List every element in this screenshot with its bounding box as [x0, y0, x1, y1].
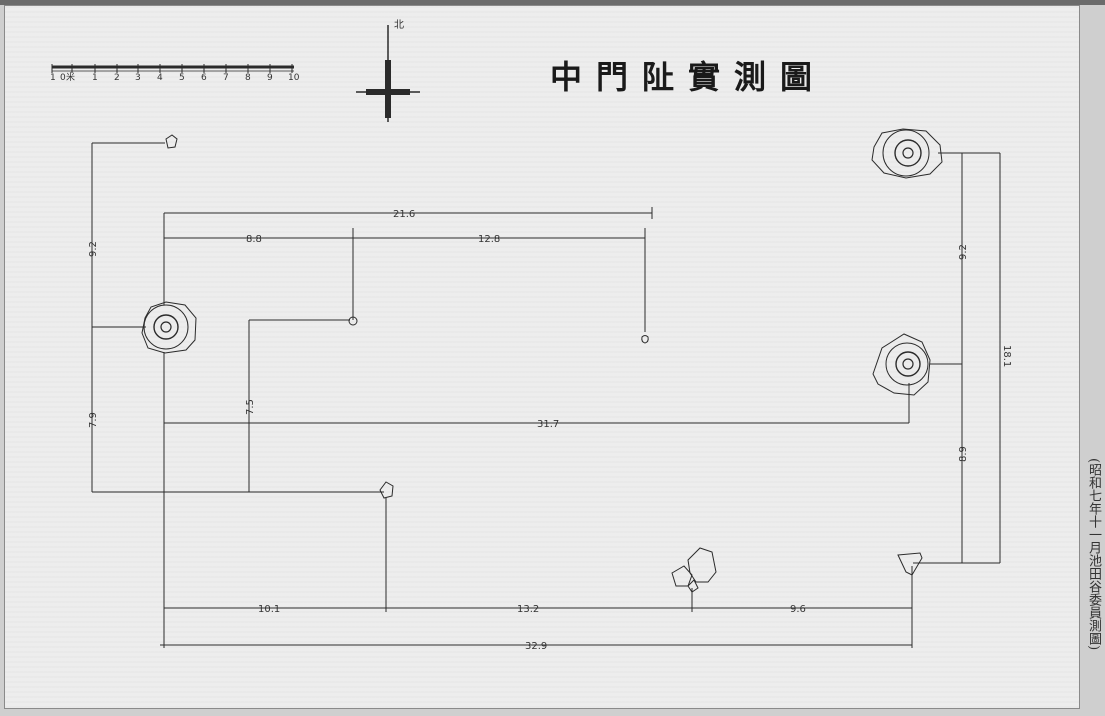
dim-bottom-mid: 13.2 [517, 604, 539, 615]
north-label: 北 [394, 19, 404, 31]
stone-center-small [641, 335, 649, 344]
dim-top-total: 21.6 [393, 209, 415, 220]
stone-upper-right-large [871, 128, 943, 179]
svg-text:1: 1 [50, 73, 56, 83]
dimension-labels: 21.6 8.8 12.8 9.2 7.9 7.5 31.7 9.2 18.1 … [88, 209, 1012, 652]
scale-bar-labels: 1 0 米 1 2 3 4 5 6 7 8 9 10 [50, 71, 300, 83]
dim-inner-left: 7.5 [245, 399, 256, 415]
svg-text:5: 5 [179, 73, 185, 83]
svg-text:米: 米 [66, 71, 75, 83]
dim-bottom-left: 10.1 [258, 604, 280, 615]
stone-upper-left-small [165, 134, 178, 149]
dim-bottom-total: 32.9 [525, 641, 547, 652]
svg-text:10: 10 [288, 73, 300, 83]
drawing-sheet [4, 5, 1080, 709]
stone-left-large [141, 301, 197, 354]
north-arrow [356, 25, 420, 122]
dim-left-lower: 7.9 [88, 412, 99, 428]
svg-text:7: 7 [223, 73, 229, 83]
dim-right-upper: 9.2 [958, 244, 969, 260]
stone-lower-middle-group [671, 547, 717, 593]
survey-credit-note: (昭和七年十一月池田谷委員測圖) [1086, 458, 1101, 651]
dim-bottom-right: 9.6 [790, 604, 806, 615]
stone-right-large [872, 333, 931, 396]
svg-text:4: 4 [157, 73, 163, 83]
svg-text:8: 8 [245, 73, 251, 83]
scale-bar [51, 64, 294, 73]
stone-inner-small [348, 316, 358, 326]
svg-text:6: 6 [201, 73, 207, 83]
dim-top-left: 8.8 [246, 234, 262, 245]
svg-text:0: 0 [60, 73, 66, 83]
dim-middle: 31.7 [537, 419, 559, 430]
dim-top-right: 12.8 [478, 234, 500, 245]
svg-text:9: 9 [267, 73, 273, 83]
svg-text:3: 3 [135, 73, 141, 83]
dim-left-upper: 9.2 [88, 241, 99, 257]
stone-lower-left-small [379, 481, 394, 499]
dimension-lines [91, 142, 1001, 648]
svg-text:2: 2 [114, 73, 120, 83]
stone-lower-right-small [897, 552, 923, 576]
svg-text:1: 1 [92, 73, 98, 83]
top-edge-strip [0, 0, 1105, 5]
dim-right-lower: 8.9 [958, 446, 969, 462]
dim-right-total: 18.1 [1001, 345, 1012, 367]
plan-title: 中門阯實測圖 [550, 58, 827, 96]
